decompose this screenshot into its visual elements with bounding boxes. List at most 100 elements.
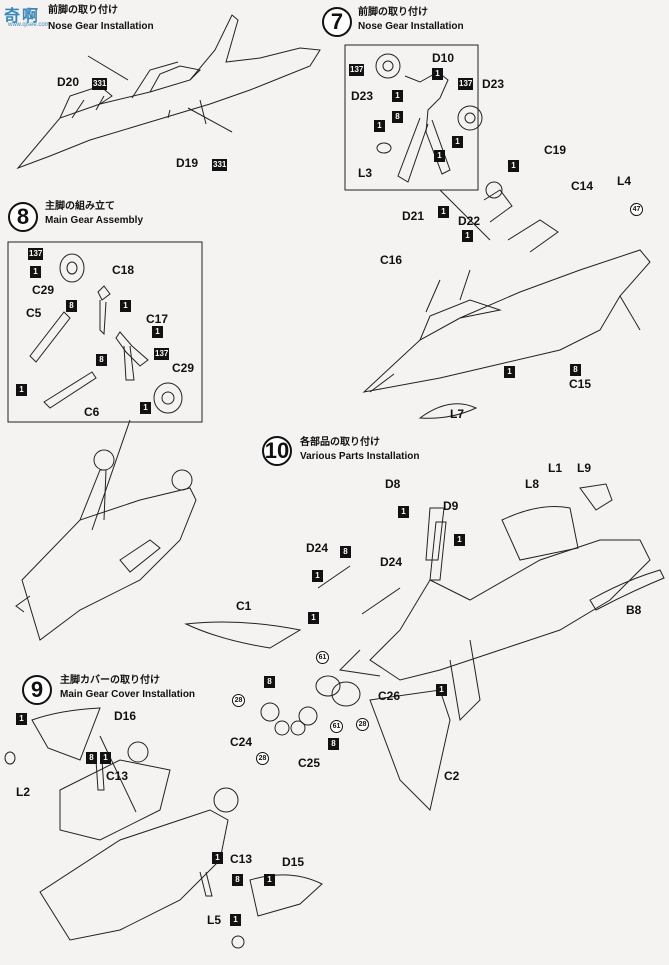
paint-code-47: 47 bbox=[630, 203, 643, 216]
part-label-c15: C15 bbox=[569, 377, 592, 391]
paint-code-8-b: 8 bbox=[570, 364, 581, 376]
step7-nose-gear-illustration bbox=[375, 53, 491, 241]
part-label-c26: C26 bbox=[378, 689, 401, 703]
paint-code-1-u: 1 bbox=[100, 752, 111, 764]
part-label-c17: C17 bbox=[146, 312, 169, 326]
paint-code-1-a: 1 bbox=[432, 68, 443, 80]
part-label-l8: L8 bbox=[525, 477, 540, 491]
step8-jet-illustration bbox=[15, 449, 197, 641]
paint-code-1-e: 1 bbox=[434, 150, 445, 162]
paint-code-1-l: 1 bbox=[152, 326, 163, 338]
paint-code-1-s: 1 bbox=[436, 684, 447, 696]
part-label-l5: L5 bbox=[207, 913, 222, 927]
part-label-l7: L7 bbox=[450, 407, 465, 421]
part-label-b8: B8 bbox=[626, 603, 642, 617]
paint-code-1-n: 1 bbox=[140, 402, 151, 414]
paint-code-137-d: 137 bbox=[154, 348, 170, 360]
part-label-d21: D21 bbox=[402, 209, 425, 223]
paint-code-1-b: 1 bbox=[392, 90, 403, 102]
paint-code-1-f: 1 bbox=[508, 160, 519, 172]
part-label-l3: L3 bbox=[358, 166, 373, 180]
part-label-d10: D10 bbox=[432, 51, 455, 65]
part-label-l2: L2 bbox=[16, 785, 31, 799]
paint-code-1-g: 1 bbox=[438, 206, 449, 218]
paint-code-8-h: 8 bbox=[86, 752, 97, 764]
paint-code-1-h: 1 bbox=[462, 230, 473, 242]
part-label-c1: C1 bbox=[236, 599, 252, 613]
part-label-d16: D16 bbox=[114, 709, 137, 723]
paint-code-28-b: 28 bbox=[356, 718, 369, 731]
step6-title-jp: 前脚の取り付け bbox=[48, 5, 118, 16]
part-label-c29-top: C29 bbox=[32, 283, 55, 297]
part-label-l4: L4 bbox=[617, 174, 632, 188]
paint-code-1-d: 1 bbox=[452, 136, 463, 148]
part-label-l9: L9 bbox=[577, 461, 592, 475]
step9-jet-illustration bbox=[4, 707, 323, 949]
paint-code-28-a: 28 bbox=[232, 694, 245, 707]
paint-code-8-e: 8 bbox=[340, 546, 351, 558]
part-label-c18: C18 bbox=[112, 263, 135, 277]
step8-title-jp: 主脚の組み立て bbox=[45, 201, 115, 212]
step8-number: 8 bbox=[8, 202, 38, 232]
step7-number: 7 bbox=[322, 7, 352, 37]
step10-parts-illustration bbox=[184, 483, 665, 811]
paint-code-1-x: 1 bbox=[230, 914, 241, 926]
step8-title-en: Main Gear Assembly bbox=[45, 215, 144, 226]
step6-jet-illustration bbox=[16, 14, 321, 170]
paint-code-8-a: 8 bbox=[392, 111, 403, 123]
paint-code-1-r: 1 bbox=[308, 612, 319, 624]
step7-detail-box bbox=[344, 44, 479, 191]
part-label-d19: D19 bbox=[176, 156, 199, 170]
step7-title-jp: 前脚の取り付け bbox=[358, 7, 428, 18]
part-label-l1: L1 bbox=[548, 461, 563, 475]
part-label-d23-left: D23 bbox=[351, 89, 374, 103]
part-label-d9: D9 bbox=[443, 499, 459, 513]
step10-title-en: Various Parts Installation bbox=[300, 451, 420, 462]
paint-code-8-g: 8 bbox=[328, 738, 339, 750]
watermark-logo-text: 奇啊 bbox=[4, 8, 41, 25]
part-label-d20: D20 bbox=[57, 75, 80, 89]
paint-code-1-o: 1 bbox=[398, 506, 409, 518]
paint-code-331-a: 331 bbox=[92, 78, 108, 90]
paint-code-137-c: 137 bbox=[28, 248, 44, 260]
part-label-d23-right: D23 bbox=[482, 77, 505, 91]
step9-title-jp: 主脚カバーの取り付け bbox=[60, 675, 160, 686]
paint-code-8-c: 8 bbox=[66, 300, 77, 312]
part-label-d8: D8 bbox=[385, 477, 401, 491]
paint-code-28-c: 28 bbox=[256, 752, 269, 765]
step9-number: 9 bbox=[22, 675, 52, 705]
part-label-d22: D22 bbox=[458, 214, 481, 228]
part-label-c2: C2 bbox=[444, 769, 460, 783]
step8-detail-box bbox=[7, 241, 203, 423]
paint-code-1-v: 1 bbox=[212, 852, 223, 864]
part-label-c25: C25 bbox=[298, 756, 321, 770]
part-label-d24-b: D24 bbox=[380, 555, 403, 569]
paint-code-1-q: 1 bbox=[312, 570, 323, 582]
paint-code-8-f: 8 bbox=[264, 676, 275, 688]
part-label-c13-a: C13 bbox=[106, 769, 129, 783]
paint-code-1-c: 1 bbox=[374, 120, 385, 132]
watermark-logo: 奇啊 www.qisee.com bbox=[2, 2, 72, 28]
part-label-c29-bottom: C29 bbox=[172, 361, 195, 375]
part-label-c14: C14 bbox=[571, 179, 594, 193]
part-label-c6: C6 bbox=[84, 405, 100, 419]
paint-code-137-b: 137 bbox=[458, 78, 474, 90]
step9-title-en: Main Gear Cover Installation bbox=[60, 689, 196, 700]
paint-code-1-i: 1 bbox=[504, 366, 515, 378]
paint-code-331-b: 331 bbox=[212, 159, 228, 171]
paint-code-61-b: 61 bbox=[330, 720, 343, 733]
part-label-d24-a: D24 bbox=[306, 541, 329, 555]
paint-code-137-a: 137 bbox=[349, 64, 365, 76]
part-label-c5: C5 bbox=[26, 306, 42, 320]
paint-code-1-t: 1 bbox=[16, 713, 27, 725]
part-label-c16: C16 bbox=[380, 253, 403, 267]
part-l7-shape bbox=[418, 403, 478, 419]
step10-title-jp: 各部品の取り付け bbox=[300, 437, 380, 448]
paint-code-1-j: 1 bbox=[30, 266, 41, 278]
paint-code-8-i: 8 bbox=[232, 874, 243, 886]
paint-code-1-m: 1 bbox=[16, 384, 27, 396]
paint-code-8-d: 8 bbox=[96, 354, 107, 366]
part-label-c19: C19 bbox=[544, 143, 567, 157]
